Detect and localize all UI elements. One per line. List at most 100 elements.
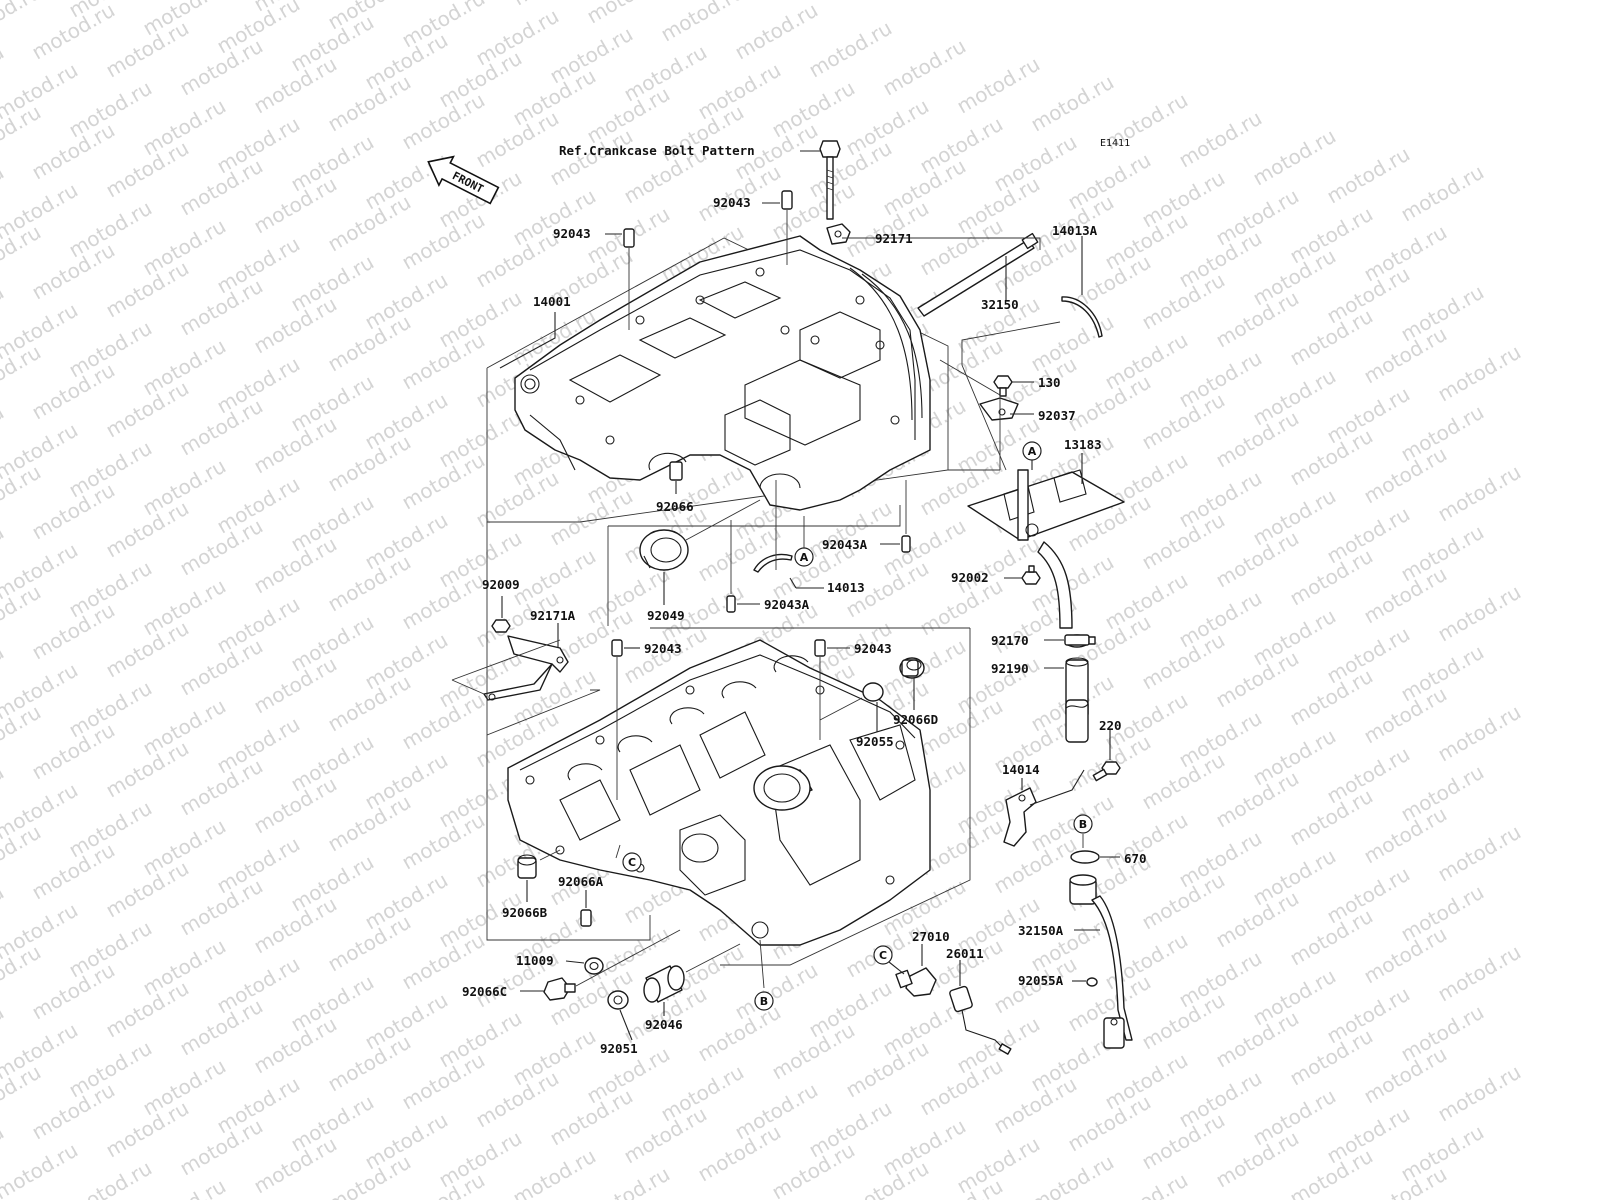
- part-label-92046: 92046: [645, 1017, 683, 1032]
- dowel-pin-icon: [669, 461, 683, 481]
- part-label-130: 130: [1038, 375, 1061, 390]
- part-label-92170: 92170: [991, 633, 1029, 648]
- part-label-92049: 92049: [647, 608, 685, 623]
- part-label-92171: 92171: [875, 231, 913, 246]
- callout-c-left: C: [622, 852, 642, 872]
- part-label-92190: 92190: [991, 661, 1029, 676]
- connector-icon: [949, 985, 1012, 1055]
- clamp-icon: [826, 223, 851, 245]
- drain-plug-icon: [543, 977, 576, 1001]
- watermark-text: motod.ru: [65, 1156, 156, 1200]
- hose-icon: [1065, 657, 1089, 743]
- watermark-text: motod.ru: [1397, 160, 1488, 227]
- part-label-14013: 14013: [827, 580, 865, 595]
- o-ring-icon: [1070, 850, 1100, 864]
- watermark-text: motod.ru: [1434, 1060, 1525, 1127]
- dowel-pin-icon: [623, 190, 793, 248]
- dowel-pin-icon: [580, 909, 592, 927]
- switch-icon: [895, 967, 937, 997]
- watermark-layer: motod.rumotod.rumotod.rumotod.rumotod.ru…: [0, 0, 1525, 1200]
- svg-text:B: B: [760, 995, 768, 1008]
- watermark-text: motod.ru: [1249, 124, 1340, 191]
- oil-pipe-icon: [1069, 874, 1133, 1049]
- dowel-pin-icon: [611, 639, 623, 657]
- half-ring-icon: [753, 553, 793, 573]
- watermark-text: motod.ru: [1434, 820, 1525, 887]
- part-label-92037: 92037: [1038, 408, 1076, 423]
- half-ring-icon: [1061, 296, 1103, 338]
- svg-text:B: B: [1079, 818, 1087, 831]
- part-label-92055: 92055: [856, 734, 894, 749]
- svg-text:C: C: [628, 856, 636, 869]
- part-label-14001: 14001: [533, 294, 571, 309]
- plug-icon: [517, 854, 537, 879]
- part-label-92066: 92066: [656, 499, 694, 514]
- small-bolt-icon: [993, 375, 1013, 397]
- oil-seal-icon: [639, 529, 689, 571]
- callout-a-center: A: [794, 547, 814, 567]
- lower-crankcase-drawing: [486, 522, 971, 966]
- part-label-92043-top: 92043: [713, 195, 751, 210]
- dowel-pin-icon: [726, 595, 736, 613]
- part-label-92171A: 92171A: [530, 608, 576, 623]
- dowel-pin-icon: [901, 535, 911, 553]
- part-label-92055A: 92055A: [1018, 973, 1064, 988]
- small-bolt-icon: [1021, 565, 1041, 585]
- plug-icon: [899, 657, 925, 679]
- bracket-icon: [483, 635, 569, 701]
- small-bolt-icon: [491, 619, 511, 633]
- watermark-text: motod.ru: [1434, 340, 1525, 407]
- hose-clamp-icon: [1064, 634, 1096, 648]
- part-label-14013A: 14013A: [1052, 223, 1098, 238]
- watermark-text: motod.ru: [1434, 580, 1525, 647]
- small-bolt-icon: [1092, 761, 1121, 782]
- callout-a-right: A: [1022, 441, 1042, 461]
- svg-text:A: A: [800, 551, 809, 564]
- watermark-text: motod.ru: [1175, 106, 1266, 173]
- dowel-pin-icon: [814, 639, 826, 657]
- bracket-icon: [1003, 787, 1037, 847]
- part-label-92043A-right: 92043A: [822, 537, 868, 552]
- watermark-text: motod.ru: [1434, 460, 1525, 527]
- watermark-text: motod.ru: [1434, 700, 1525, 767]
- upper-crankcase-drawing: [486, 235, 949, 523]
- part-label-92043-mid-left: 92043: [644, 641, 682, 656]
- watermark-text: motod.ru: [1027, 70, 1118, 137]
- watermark-text: motod.ru: [1434, 940, 1525, 1007]
- watermark-text: motod.ru: [1027, 1150, 1118, 1200]
- bolt-icon: [819, 140, 841, 220]
- part-label-92002: 92002: [951, 570, 989, 585]
- watermark-text: motod.ru: [1323, 142, 1414, 209]
- part-label-92043-mid-right: 92043: [854, 641, 892, 656]
- part-label-13183: 13183: [1064, 437, 1102, 452]
- washer-icon: [584, 957, 604, 975]
- part-label-220: 220: [1099, 718, 1122, 733]
- bearing-icon: [643, 965, 685, 1003]
- svg-text:C: C: [879, 949, 887, 962]
- part-label-92051: 92051: [600, 1041, 638, 1056]
- watermark-text: motod.ru: [0, 1138, 82, 1200]
- part-label-27010: 27010: [912, 929, 950, 944]
- part-label-92066C: 92066C: [462, 984, 507, 999]
- watermark-text: motod.ru: [509, 1144, 600, 1200]
- plate-icon: [979, 397, 1019, 421]
- part-label-670: 670: [1124, 851, 1147, 866]
- part-label-14014: 14014: [1002, 762, 1040, 777]
- oil-screen-icon: [967, 469, 1125, 629]
- part-label-11009: 11009: [516, 953, 554, 968]
- callout-b-right: B: [1073, 814, 1093, 834]
- part-label-92066B: 92066B: [502, 905, 548, 920]
- o-ring-icon: [862, 682, 884, 702]
- watermark-text: motod.ru: [657, 0, 748, 46]
- part-label-92009: 92009: [482, 577, 520, 592]
- part-label-92043A-lower: 92043A: [764, 597, 810, 612]
- part-label-92066A: 92066A: [558, 874, 604, 889]
- part-label-92066D: 92066D: [893, 712, 938, 727]
- watermark-text: motod.ru: [879, 34, 970, 101]
- o-ring-icon: [1086, 977, 1098, 987]
- reference-note: Ref.Crankcase Bolt Pattern: [559, 143, 755, 158]
- callout-b-bottom: B: [754, 991, 774, 1011]
- diagram-code: E1411: [1100, 138, 1130, 149]
- washer-icon: [607, 990, 629, 1010]
